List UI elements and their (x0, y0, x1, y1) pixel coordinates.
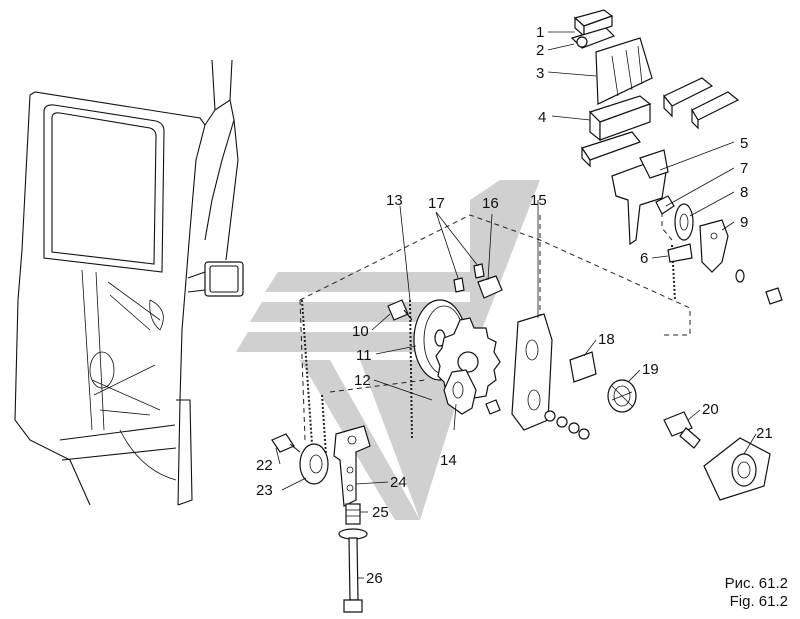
callout-20: 20 (702, 401, 719, 418)
callout-leader-lines (275, 31, 757, 579)
callout-7: 7 (740, 160, 748, 177)
part-19-spring (607, 379, 637, 413)
callout-labels: 1 2 3 4 5 6 7 8 9 10 11 12 13 14 15 16 1… (256, 24, 773, 587)
cab-door-illustration (14, 59, 244, 506)
part-2-seal-clip (570, 27, 616, 49)
figure-caption: Рис. 61.2 Fig. 61.2 (725, 575, 788, 611)
callout-16: 16 (482, 195, 499, 212)
callout-10: 10 (352, 323, 369, 340)
caption-russian: Рис. 61.2 (724, 575, 788, 592)
callout-24: 24 (390, 474, 407, 491)
callout-9: 9 (740, 214, 748, 231)
callout-2: 2 (536, 42, 544, 59)
callout-18: 18 (598, 331, 615, 348)
callout-26: 26 (366, 570, 383, 587)
callout-21: 21 (756, 425, 773, 442)
part-6-cable-guide (667, 243, 693, 263)
part-24-bracket (333, 425, 371, 507)
callout-15: 15 (530, 192, 547, 209)
callout-25: 25 (372, 504, 389, 521)
part-10-bolt (387, 299, 413, 321)
callout-19: 19 (642, 361, 659, 378)
part-23-lower-pulley (299, 443, 329, 485)
callout-13: 13 (386, 192, 403, 209)
part-8-upper-pulley (674, 203, 694, 241)
part-17-pins (453, 263, 485, 293)
small-hardware (735, 269, 783, 305)
part-25-spring (338, 503, 368, 540)
part-18-switch (569, 351, 597, 383)
callout-14: 14 (440, 452, 457, 469)
part-7-bolt (655, 195, 675, 215)
callout-11: 11 (356, 347, 372, 364)
caption-english: Fig. 61.2 (729, 593, 788, 610)
part-26-long-bolt (343, 537, 363, 613)
callout-23: 23 (256, 482, 273, 499)
callout-3: 3 (536, 65, 544, 82)
part-9-plate (699, 219, 729, 273)
callout-12: 12 (354, 372, 371, 389)
callout-4: 4 (538, 109, 546, 126)
part-4-seal-profiles (581, 77, 740, 168)
callout-6: 6 (640, 250, 648, 267)
part-14-sprocket (435, 317, 501, 415)
part-22-bolt (271, 433, 301, 453)
part-1-seal-cap (573, 9, 614, 38)
assembly-dash-lines (299, 212, 691, 441)
part-20-sensor (663, 411, 701, 449)
callout-5: 5 (740, 135, 748, 152)
part-3-glass-run (595, 37, 653, 105)
part-5-bracket (611, 149, 669, 246)
part-21-flange-mount (703, 437, 771, 501)
callout-8: 8 (740, 184, 748, 201)
washers-and-nuts (485, 399, 590, 440)
callout-1: 1 (536, 24, 544, 41)
callout-17: 17 (428, 195, 445, 212)
part-16-clip (477, 275, 503, 299)
callout-22: 22 (256, 457, 273, 474)
